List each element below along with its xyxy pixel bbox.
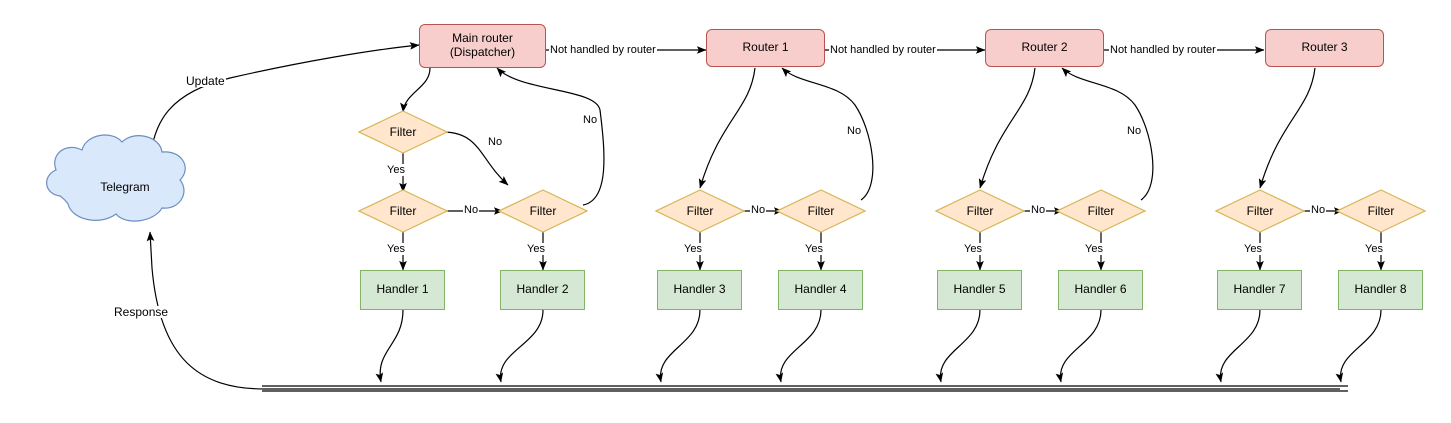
node-main-router[interactable]: Main router (Dispatcher) — [419, 24, 546, 68]
edge-label-yes-6: Yes — [963, 243, 983, 255]
node-filter-4[interactable]: Filter — [655, 189, 745, 233]
router-1-label: Router 1 — [742, 40, 789, 55]
filter-2-label: Filter — [389, 204, 417, 218]
node-handler-1[interactable]: Handler 1 — [360, 270, 445, 310]
router-2-label: Router 2 — [1021, 40, 1068, 55]
telegram-cloud-label: Telegram — [100, 180, 150, 194]
node-handler-8[interactable]: Handler 8 — [1338, 270, 1423, 310]
handler-3-label: Handler 3 — [673, 282, 726, 297]
filter-9-label: Filter — [1367, 204, 1395, 218]
main-router-label-line2: (Dispatcher) — [449, 45, 516, 59]
edge-label-response: Response — [113, 305, 170, 319]
edge-label-yes-9: Yes — [1364, 243, 1384, 255]
node-router-1[interactable]: Router 1 — [706, 29, 825, 67]
diamond-shape — [776, 189, 866, 233]
filter-7-label: Filter — [1087, 204, 1115, 218]
edge-label-no-8: No — [1310, 204, 1327, 216]
diamond-shape — [1056, 189, 1146, 233]
node-filter-2[interactable]: Filter — [358, 189, 448, 233]
edge-label-no-3: No — [463, 204, 480, 216]
response-bus — [262, 385, 1348, 392]
handler-7-label: Handler 7 — [1233, 282, 1286, 297]
node-handler-7[interactable]: Handler 7 — [1217, 270, 1302, 310]
edge-label-yes-2: Yes — [386, 243, 406, 255]
node-filter-5[interactable]: Filter — [776, 189, 866, 233]
edge-label-not-handled-2: Not handled by router — [829, 44, 937, 56]
edge-label-yes-5: Yes — [804, 243, 824, 255]
edge-label-yes-8: Yes — [1243, 243, 1263, 255]
edge-label-no-5: No — [846, 125, 863, 137]
filter-4-label: Filter — [686, 204, 714, 218]
filter-3-label: Filter — [529, 204, 557, 218]
edge-label-update: Update — [185, 74, 226, 88]
edge-label-not-handled-1: Not handled by router — [549, 44, 657, 56]
handler-2-label: Handler 2 — [516, 282, 569, 297]
filter-1-label: Filter — [389, 125, 417, 139]
edge-label-no-1: No — [487, 136, 504, 148]
diamond-shape — [935, 189, 1025, 233]
handler-6-label: Handler 6 — [1074, 282, 1127, 297]
node-router-2[interactable]: Router 2 — [985, 29, 1104, 67]
handler-5-label: Handler 5 — [953, 282, 1006, 297]
node-filter-1[interactable]: Filter — [358, 110, 448, 154]
node-handler-5[interactable]: Handler 5 — [937, 270, 1022, 310]
node-handler-3[interactable]: Handler 3 — [657, 270, 742, 310]
handler-1-label: Handler 1 — [376, 282, 429, 297]
filter-8-label: Filter — [1246, 204, 1274, 218]
node-handler-4[interactable]: Handler 4 — [778, 270, 863, 310]
edge-label-yes-4: Yes — [683, 243, 703, 255]
main-router-label-line1: Main router — [452, 31, 513, 46]
node-filter-9[interactable]: Filter — [1336, 189, 1426, 233]
handler-8-label: Handler 8 — [1354, 282, 1407, 297]
node-handler-2[interactable]: Handler 2 — [500, 270, 585, 310]
edge-label-yes-7: Yes — [1084, 243, 1104, 255]
diamond-shape — [358, 189, 448, 233]
node-filter-8[interactable]: Filter — [1215, 189, 1305, 233]
diamond-shape — [655, 189, 745, 233]
edge-label-no-6: No — [1030, 204, 1047, 216]
telegram-cloud: Telegram — [60, 180, 190, 196]
diamond-shape — [498, 189, 588, 233]
telegram-cloud-shape — [46, 134, 186, 222]
edge-label-not-handled-3: Not handled by router — [1109, 44, 1217, 56]
node-filter-7[interactable]: Filter — [1056, 189, 1146, 233]
node-router-3[interactable]: Router 3 — [1265, 29, 1384, 67]
node-filter-3[interactable]: Filter — [498, 189, 588, 233]
diamond-shape — [1215, 189, 1305, 233]
edge-label-no-7: No — [1126, 125, 1143, 137]
edge-label-no-4: No — [750, 204, 767, 216]
diamond-shape — [1336, 189, 1426, 233]
diamond-shape — [358, 110, 448, 154]
filter-5-label: Filter — [807, 204, 835, 218]
edge-label-no-2: No — [582, 114, 599, 126]
handler-4-label: Handler 4 — [794, 282, 847, 297]
edge-label-yes-1: Yes — [386, 164, 406, 176]
filter-6-label: Filter — [966, 204, 994, 218]
node-handler-6[interactable]: Handler 6 — [1058, 270, 1143, 310]
edge-label-yes-3: Yes — [526, 243, 546, 255]
router-3-label: Router 3 — [1301, 40, 1348, 55]
node-filter-6[interactable]: Filter — [935, 189, 1025, 233]
